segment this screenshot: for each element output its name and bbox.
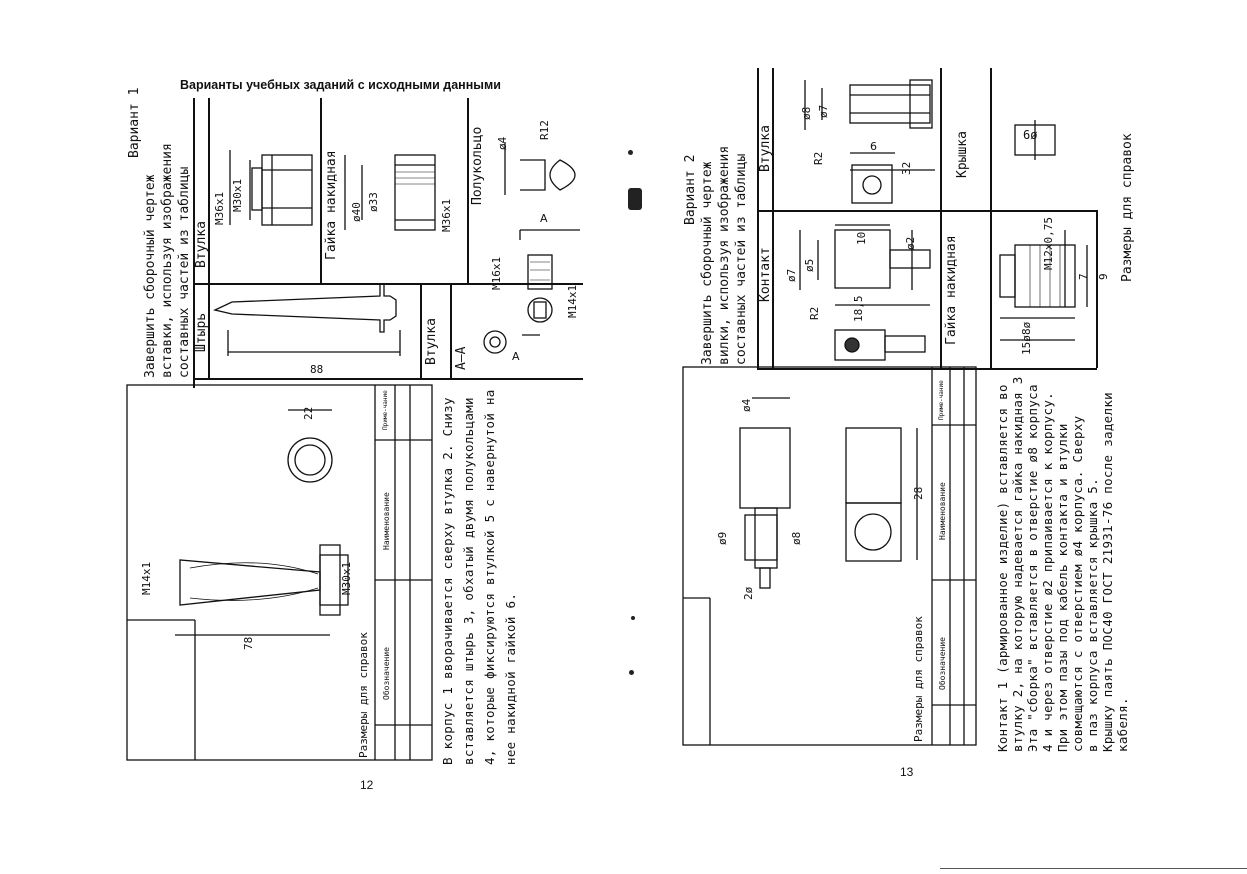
- v2-text-line3: Эта "сборка" вставляется в отверстие ø8 …: [1025, 384, 1040, 752]
- v2-dim-d5: ø5: [803, 258, 816, 272]
- v2-dim-9: 9: [1097, 273, 1110, 280]
- v2-dim-r2: R2: [812, 151, 825, 165]
- v2-text-line5: При этом пазы под кабель контакта и втул…: [1055, 423, 1070, 752]
- page-heading: Варианты учебных заданий с исходными дан…: [180, 78, 501, 92]
- scan-dot: [629, 670, 634, 675]
- v2-text-line8: Крышку паять ПОС40 ГОСТ 21931-76 после з…: [1100, 392, 1115, 752]
- v2-dim-8phi: 8ø: [1020, 321, 1033, 335]
- v2-tb-prim: Приме-чание: [938, 380, 945, 420]
- v2-ref-note: Размеры для справок: [1120, 133, 1135, 282]
- v2-dim-d7: ø7: [817, 104, 830, 118]
- v2-tb-naim: Наименование: [938, 482, 947, 540]
- page-number-left: 12: [360, 778, 374, 792]
- v2-text-line7: в паз корпуса вставляется крышка 5.: [1085, 478, 1100, 752]
- v2-ref-note-asm: Размеры для справок: [912, 616, 925, 742]
- v1-section-a2: A: [512, 350, 520, 363]
- v2-dim-m12: M12x0,75: [1042, 217, 1055, 270]
- v2-tb-oboz: Обозначение: [938, 637, 947, 690]
- v2-dim-d8: ø8: [800, 106, 813, 120]
- v1-dim-88: 88: [310, 363, 324, 376]
- v2-dim-10: 10: [855, 231, 868, 245]
- v2-dim-7: 7: [1077, 273, 1090, 280]
- scan-dot: [631, 616, 635, 620]
- v2-text-line1: Контакт 1 (армированное изделие) вставля…: [995, 384, 1010, 752]
- v2-asm-dim-d9: ø9: [716, 531, 729, 545]
- v2-asm-dim-d8: ø8: [790, 531, 803, 545]
- v2-dim-32: 32: [900, 161, 913, 175]
- v2-dim-185: 18,5: [852, 295, 865, 323]
- v2-asm-dim-28: 28: [912, 486, 925, 500]
- v1-section-a1: A: [540, 212, 548, 225]
- v2-dim-6: 6: [870, 140, 877, 153]
- v2-dim-d2: ø2: [904, 236, 917, 250]
- v2-text-line6: совмещаются с отверстием ø4 корпуса. Све…: [1070, 415, 1085, 752]
- v2-dim-15phi: 15ø: [1020, 335, 1033, 355]
- scan-edge-line: [940, 868, 1247, 869]
- page-number-right: 13: [900, 765, 914, 779]
- v2-text-line4: 4 и через отверстие ø2 припаивается к ко…: [1040, 392, 1055, 752]
- scan-mark: [628, 188, 642, 210]
- v2-dim-r2b: R2: [808, 306, 821, 320]
- scan-dot: [628, 150, 633, 155]
- v2-asm-dim-d4: ø4: [740, 398, 753, 412]
- v2-dim-d7b: ø7: [785, 268, 798, 282]
- v2-dim-6phi: 6ø: [1023, 128, 1038, 142]
- v2-asm-dim-2phi: 2ø: [742, 586, 755, 600]
- v2-text-line2: втулку 2, на которую надевается гайка на…: [1010, 376, 1025, 752]
- v2-text-line9: кабеля.: [1115, 697, 1130, 752]
